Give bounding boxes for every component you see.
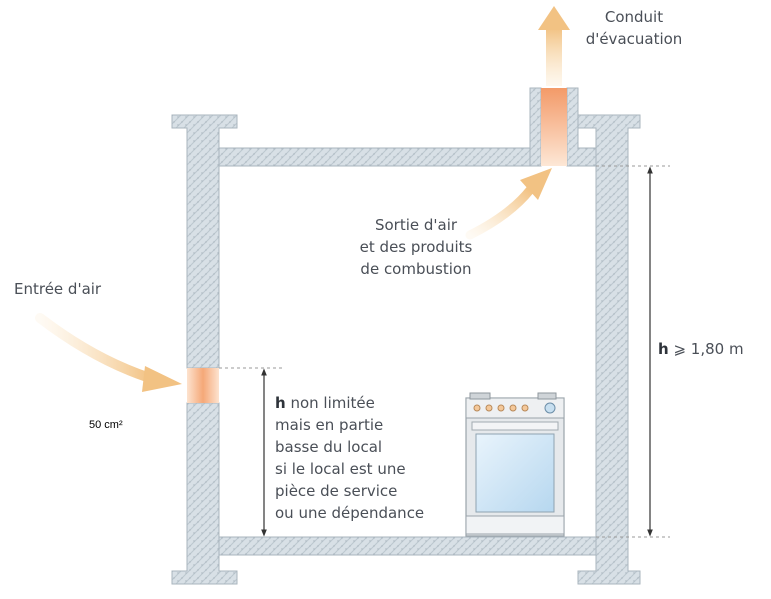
height-unlimited-line6: ou une dépendance [275, 504, 425, 522]
air-outlet-label-line3: de combustion [360, 260, 472, 278]
height-symbol-high: h [658, 340, 669, 358]
height-unlimited-line3: basse du local [275, 438, 383, 456]
ceiling-left [218, 147, 542, 167]
air-inlet-label: Entrée d'air [14, 280, 102, 298]
air-inlet-vent [187, 368, 219, 403]
gas-stove [465, 392, 565, 537]
air-outlet-label-line1: Sortie d'air [374, 216, 458, 234]
inlet-curved-arrow [35, 313, 182, 392]
height-unlimited-line4: si le local est une [275, 460, 406, 478]
exhaust-duct-label: Conduit d'évacuation [578, 6, 690, 50]
exhaust-duct-label-line1: Conduit [604, 8, 664, 26]
exhaust-up-arrow [538, 6, 570, 86]
height-min-label: h ⩾ 1,80 m [658, 338, 744, 360]
left-wall-lower [171, 402, 238, 585]
height-min-value: ⩾ 1,80 m [673, 340, 744, 358]
height-unlimited-label: h non limitée mais en partie basse du lo… [275, 392, 424, 524]
air-outlet-label-line2: et des produits [359, 238, 473, 256]
reference-lines [219, 165, 670, 538]
air-outlet-label: Sortie d'air et des produits de combusti… [352, 214, 480, 280]
outlet-curved-arrow [465, 168, 552, 240]
chimney-left-post [529, 87, 542, 167]
air-outlet-vent [541, 88, 567, 166]
height-symbol-low: h [275, 394, 286, 412]
floor [218, 536, 597, 556]
vent-area-label: 50 cm² [89, 419, 123, 431]
height-unlimited-line2: mais en partie [275, 416, 384, 434]
height-unlimited-line5: pièce de service [275, 482, 398, 500]
right-wall [577, 114, 641, 585]
walls [171, 87, 641, 585]
exhaust-duct-label-line2: d'évacuation [585, 30, 683, 48]
height-unlimited-line1: non limitée [290, 394, 375, 412]
